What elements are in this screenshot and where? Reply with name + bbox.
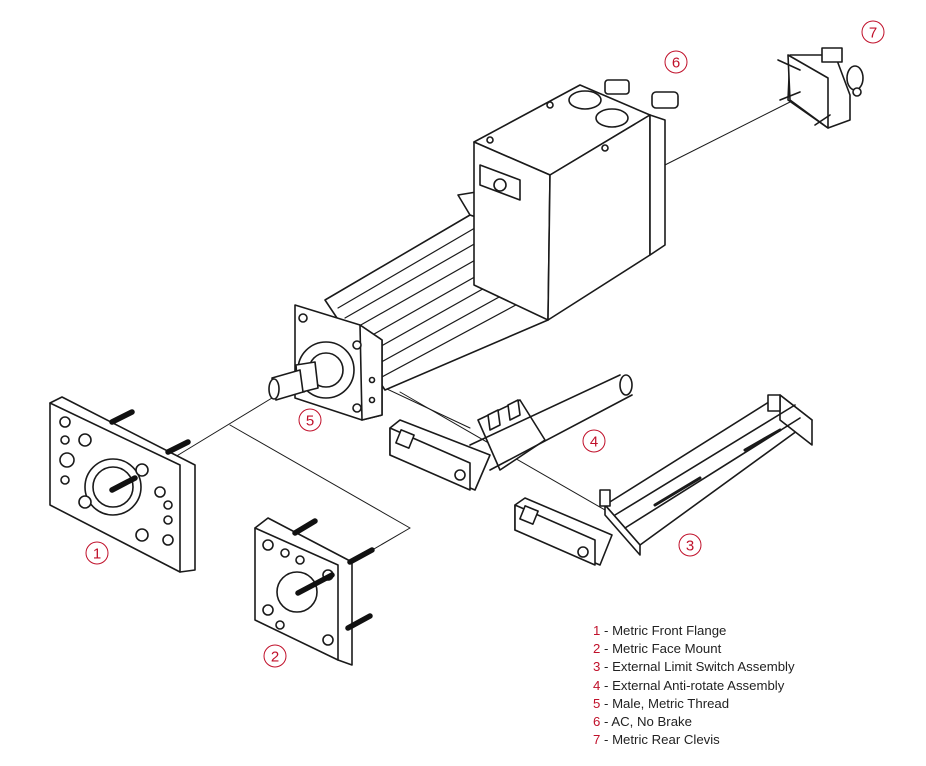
rear-clevis bbox=[777, 47, 864, 129]
callout-4: 4 bbox=[582, 429, 606, 453]
legend-text: - External Limit Switch Assembly bbox=[600, 659, 795, 675]
callout-6: 6 bbox=[664, 50, 688, 74]
legend-item: 5 - Male, Metric Thread bbox=[593, 695, 795, 713]
motor-housing bbox=[473, 79, 679, 321]
legend-number: 2 bbox=[593, 641, 601, 657]
callout-5: 5 bbox=[298, 408, 322, 432]
front-end-plate bbox=[268, 304, 383, 421]
anti-rotate-assembly bbox=[389, 374, 633, 491]
legend-item: 4 - External Anti-rotate Assembly bbox=[593, 677, 795, 695]
legend-number: 6 bbox=[593, 713, 601, 729]
legend-text: - Metric Front Flange bbox=[600, 623, 727, 638]
svg-text:6: 6 bbox=[672, 55, 680, 72]
legend-text: - Metric Rear Clevis bbox=[600, 732, 720, 748]
legend-item: 2 - Metric Face Mount bbox=[593, 640, 795, 658]
callout-1: 1 bbox=[85, 541, 109, 565]
svg-text:7: 7 bbox=[869, 25, 877, 42]
legend-item: 3 - External Limit Switch Assembly bbox=[593, 658, 795, 676]
svg-text:2: 2 bbox=[271, 649, 279, 666]
legend-number: 5 bbox=[593, 695, 601, 711]
legend-item: 6 - AC, No Brake bbox=[593, 713, 795, 731]
legend-text: - Metric Face Mount bbox=[600, 641, 722, 657]
legend-number: 4 bbox=[593, 677, 601, 693]
legend-item: 7 - Metric Rear Clevis bbox=[593, 731, 795, 749]
legend-number: 7 bbox=[593, 732, 601, 748]
limit-switch-assembly bbox=[514, 394, 813, 566]
callouts: 1 2 3 4 5 6 7 bbox=[85, 20, 885, 668]
legend-number: 1 bbox=[593, 623, 601, 638]
svg-text:1: 1 bbox=[93, 546, 101, 563]
legend-number: 3 bbox=[593, 659, 601, 675]
legend-text: - Male, Metric Thread bbox=[600, 695, 730, 711]
legend-item: 1 - Metric Front Flange bbox=[593, 622, 795, 640]
svg-text:4: 4 bbox=[590, 434, 598, 451]
svg-text:5: 5 bbox=[306, 413, 314, 430]
svg-text:3: 3 bbox=[686, 538, 694, 555]
metric-face-mount bbox=[254, 517, 375, 666]
callout-2: 2 bbox=[263, 644, 287, 668]
callout-3: 3 bbox=[678, 533, 702, 557]
parts-legend: 1 - Metric Front Flange 2 - Metric Face … bbox=[593, 622, 795, 749]
legend-text: - External Anti-rotate Assembly bbox=[600, 677, 785, 693]
metric-front-flange bbox=[49, 396, 196, 573]
legend-text: - AC, No Brake bbox=[600, 713, 692, 729]
callout-7: 7 bbox=[861, 20, 885, 44]
